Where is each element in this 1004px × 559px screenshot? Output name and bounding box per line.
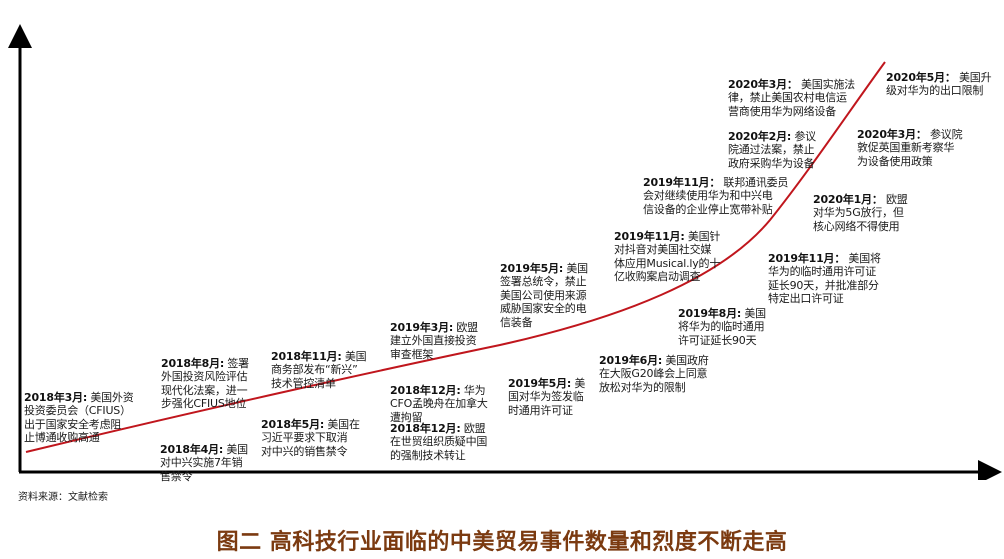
event-text: 美国 商务部发布“新兴” 技术管控清单 [271, 349, 367, 390]
event-date: 2019年11月： [768, 251, 846, 265]
event-2020-05-export-upgrade: 2020年5月： 美国升 级对华为的出口限制 [886, 57, 992, 98]
event-date: 2019年6月: [599, 353, 663, 367]
event-text: 美国 将华为的临时通用 许可证延长90天 [678, 306, 766, 347]
event-text: 华为 CFO孟晚舟在加拿大 遭拘留 [390, 383, 488, 424]
trend-curve [25, 61, 886, 453]
event-2020-02-senate-procurement: 2020年2月: 参议 院通过法案，禁止 政府采购华为设备 [728, 116, 816, 170]
event-date: 2018年12月: [390, 383, 461, 397]
event-2019-03-eu-fdi: 2019年3月: 欧盟 建立外国直接投资 审查框架 [390, 307, 478, 361]
event-text: 联邦通讯委员 会对继续使用华为和中兴电 信设备的企业停止宽带补贴 [643, 175, 789, 216]
event-2019-05-executive-order: 2019年5月: 美国 签署总统令，禁止 美国公司使用来源 威胁国家安全的电 信… [500, 248, 588, 329]
event-date: 2019年11月： [643, 175, 721, 189]
event-2019-06-g20: 2019年6月: 美国政府 在大阪G20峰会上同意 放松对华为的限制 [599, 340, 709, 394]
event-date: 2018年4月: [160, 442, 224, 456]
event-2020-03-rural-carriers: 2020年3月： 美国实施法 律，禁止美国农村电信运 营商使用华为网络设备 [728, 64, 855, 118]
event-text: 签署 外国投资风险评估 现代化法案，进一 步强化CFIUS地位 [161, 356, 249, 411]
event-date: 2018年11月: [271, 349, 342, 363]
event-text: 美国政府 在大阪G20峰会上同意 放松对华为的限制 [599, 353, 709, 394]
event-date: 2019年3月: [390, 320, 454, 334]
event-2018-12-eu-wto: 2018年12月: 欧盟 在世贸组织质疑中国 的强制技术转让 [390, 408, 487, 462]
event-text: 参议院 敦促英国重新考察华 为设备使用政策 [857, 127, 963, 168]
event-date: 2018年12月: [390, 421, 461, 435]
event-text: 美 国对华为签发临 时通用许可证 [508, 376, 586, 417]
event-2019-08-license-extend: 2019年8月: 美国 将华为的临时通用 许可证延长90天 [678, 293, 766, 347]
event-text: 参议 院通过法案，禁止 政府采购华为设备 [728, 129, 816, 170]
axes-and-trend-curve [8, 24, 1002, 480]
event-date: 2020年5月： [886, 70, 956, 84]
event-date: 2019年8月: [678, 306, 742, 320]
event-text: 美国针 对抖音对美国社交媒 体应用Musical.ly的十 亿收购案启动调查 [614, 229, 721, 284]
event-date: 2020年2月: [728, 129, 792, 143]
event-text: 美国 对中兴实施7年销 售禁令 [160, 442, 248, 483]
event-date: 2018年3月: [24, 390, 88, 404]
event-date: 2019年5月: [508, 376, 572, 390]
event-2018-03-cfius: 2018年3月: 美国外资 投资委员会（CFIUS） 出于国家安全考虑阻 止博通… [24, 377, 134, 445]
event-2018-04-zte-ban: 2018年4月: 美国 对中兴实施7年销 售禁令 [160, 429, 248, 483]
event-2019-11-fcc-subsidy: 2019年11月： 联邦通讯委员 会对继续使用华为和中兴电 信设备的企业停止宽带… [643, 162, 788, 216]
event-2019-11-tiktok-probe: 2019年11月: 美国针 对抖音对美国社交媒 体应用Musical.ly的十 … [614, 216, 720, 284]
event-2020-01-eu-5g: 2020年1月： 欧盟 对华为5G放行，但 核心网络不得使用 [813, 179, 908, 233]
figure-caption: 图二 高科技行业面临的中美贸易事件数量和烈度不断走高 [216, 530, 788, 555]
event-date: 2018年8月: [161, 356, 225, 370]
event-text: 美国外资 投资委员会（CFIUS） 出于国家安全考虑阻 止博通收购高通 [24, 390, 134, 445]
event-text: 美国在 习近平要求下取消 对中兴的销售禁令 [261, 417, 360, 458]
event-2018-08-firrma: 2018年8月: 签署 外国投资风险评估 现代化法案，进一 步强化CFIUS地位 [161, 343, 249, 411]
event-2019-11-license-export: 2019年11月： 美国将 华为的临时通用许可证 延长90天，并批准部分 特定出… [768, 238, 881, 306]
event-date: 2018年5月: [261, 417, 325, 431]
event-2020-03-senate-uk: 2020年3月： 参议院 敦促英国重新考察华 为设备使用政策 [857, 114, 963, 168]
event-text: 美国实施法 律，禁止美国农村电信运 营商使用华为网络设备 [728, 77, 855, 118]
event-text: 美国 签署总统令，禁止 美国公司使用来源 威胁国家安全的电 信装备 [500, 261, 588, 329]
event-date: 2020年3月： [857, 127, 927, 141]
event-2018-05-zte-lift: 2018年5月: 美国在 习近平要求下取消 对中兴的销售禁令 [261, 404, 360, 458]
event-date: 2019年5月: [500, 261, 564, 275]
event-2019-05-temp-license: 2019年5月: 美 国对华为签发临 时通用许可证 [508, 363, 585, 417]
event-2018-12-cfo-detained: 2018年12月: 华为 CFO孟晚舟在加拿大 遭拘留 [390, 370, 488, 424]
source-note: 资料来源：文献检索 [18, 492, 108, 503]
event-text: 美国将 华为的临时通用许可证 延长90天，并批准部分 特定出口许可证 [768, 251, 881, 306]
event-date: 2020年1月： [813, 192, 883, 206]
event-text: 欧盟 建立外国直接投资 审查框架 [390, 320, 478, 361]
event-text: 美国升 级对华为的出口限制 [886, 70, 992, 98]
event-2018-11-emerging-tech: 2018年11月: 美国 商务部发布“新兴” 技术管控清单 [271, 336, 367, 390]
event-text: 欧盟 对华为5G放行，但 核心网络不得使用 [813, 192, 908, 233]
event-date: 2019年11月: [614, 229, 685, 243]
event-text: 欧盟 在世贸组织质疑中国 的强制技术转让 [390, 421, 488, 462]
event-date: 2020年3月： [728, 77, 798, 91]
